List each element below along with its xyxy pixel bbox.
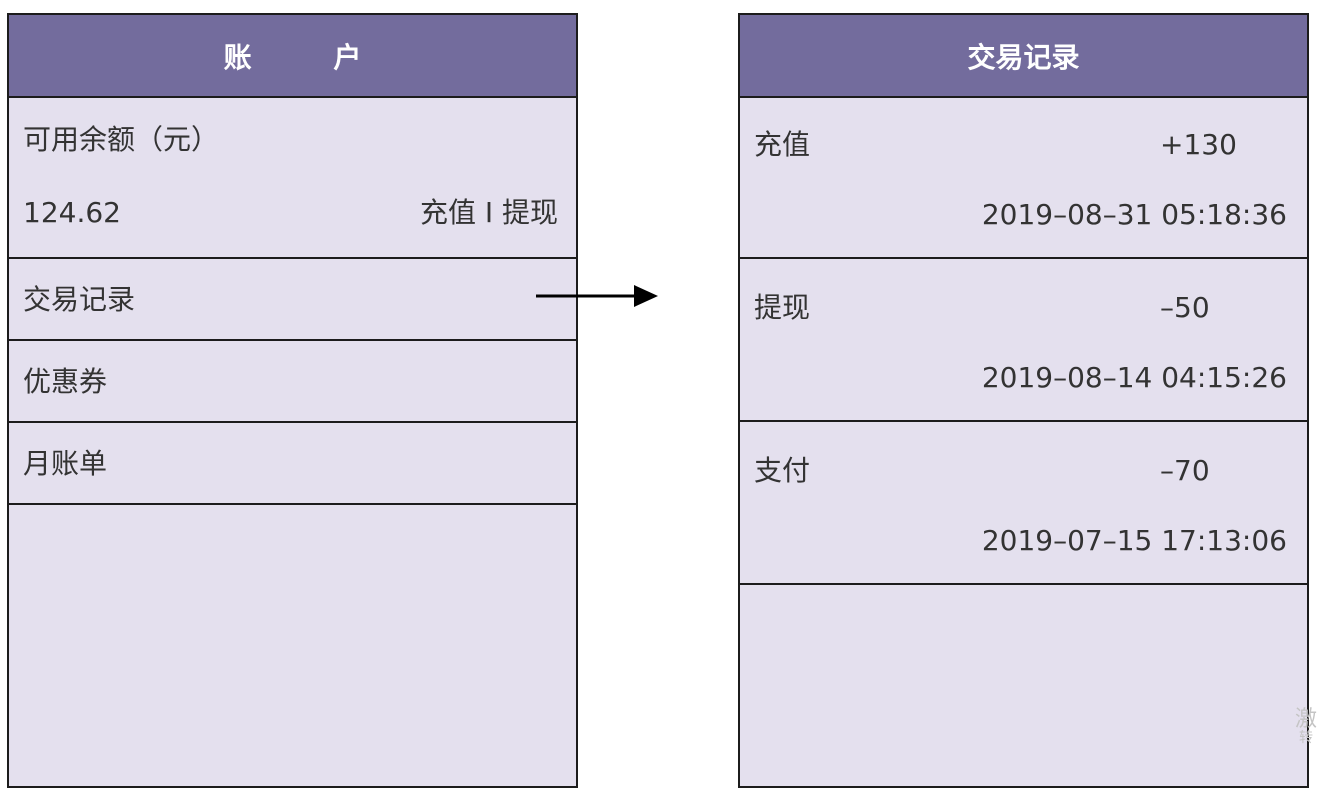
account-panel: 账 户 可用余额（元） 124.62 充值 I 提现 交易记录 优惠券 月账单 bbox=[7, 13, 578, 788]
arrow-right-icon bbox=[536, 285, 658, 307]
balance-label: 可用余额（元） bbox=[23, 123, 220, 156]
transactions-panel: 交易记录 充值 +130 2019–08–31 05:18:36 提现 –50 … bbox=[738, 13, 1309, 788]
transaction-row[interactable]: 提现 –50 2019–08–14 04:15:26 bbox=[740, 259, 1307, 422]
watermark-line-2: 转 bbox=[1299, 730, 1313, 747]
transaction-time: 2019–08–14 04:15:26 bbox=[981, 361, 1287, 394]
menu-item-monthly-bill[interactable]: 月账单 bbox=[9, 423, 576, 505]
recharge-withdraw-links[interactable]: 充值 I 提现 bbox=[419, 196, 558, 229]
balance-value: 124.62 bbox=[23, 196, 121, 229]
watermark: 激 转 bbox=[1292, 708, 1319, 746]
menu-item-label: 月账单 bbox=[23, 447, 108, 480]
transaction-type: 支付 bbox=[754, 454, 811, 487]
watermark-line-1: 激 bbox=[1294, 707, 1317, 732]
transaction-time: 2019–07–15 17:13:06 bbox=[981, 524, 1287, 557]
menu-item-coupons[interactable]: 优惠券 bbox=[9, 341, 576, 423]
transaction-row[interactable]: 支付 –70 2019–07–15 17:13:06 bbox=[740, 422, 1307, 585]
transactions-title: 交易记录 bbox=[967, 40, 1080, 74]
transaction-type: 充值 bbox=[754, 128, 811, 161]
menu-item-label: 优惠券 bbox=[23, 365, 108, 398]
transaction-row[interactable]: 充值 +130 2019–08–31 05:18:36 bbox=[740, 96, 1307, 259]
menu-item-transactions[interactable]: 交易记录 bbox=[9, 259, 576, 341]
transaction-time: 2019–08–31 05:18:36 bbox=[981, 198, 1287, 231]
transaction-amount: +130 bbox=[1160, 128, 1237, 161]
menu-item-label: 交易记录 bbox=[23, 283, 136, 316]
transaction-amount: –70 bbox=[1160, 454, 1210, 487]
account-title: 账 户 bbox=[223, 40, 398, 74]
transactions-header: 交易记录 bbox=[740, 15, 1307, 98]
balance-section: 可用余额（元） 124.62 充值 I 提现 bbox=[9, 96, 576, 259]
transaction-type: 提现 bbox=[754, 291, 811, 324]
account-header: 账 户 bbox=[9, 15, 576, 98]
transaction-amount: –50 bbox=[1160, 291, 1210, 324]
